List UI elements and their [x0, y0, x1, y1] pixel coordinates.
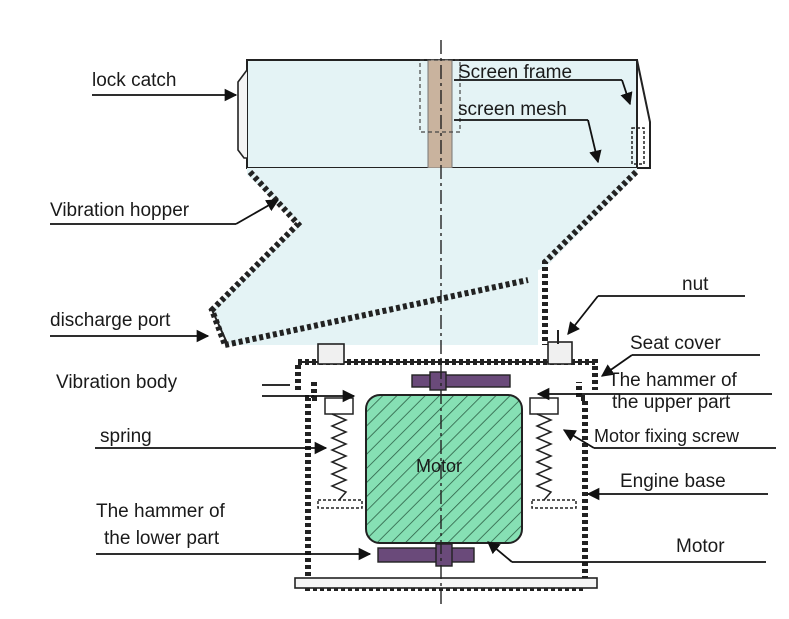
motor-inner-label: Motor	[416, 456, 462, 476]
label-lock-catch: lock catch	[92, 70, 176, 91]
motor: Motor	[365, 394, 523, 544]
label-motor-fixing-screw: Motor fixing screw	[594, 426, 740, 446]
label-vibration-body: Vibration body	[56, 372, 178, 393]
leader-lines	[50, 79, 776, 563]
label-nut: nut	[682, 274, 709, 295]
label-spring: spring	[100, 426, 152, 447]
label-screen-mesh: screen mesh	[458, 99, 567, 120]
label-discharge-port: discharge port	[50, 310, 171, 331]
label-engine-base: Engine base	[620, 471, 726, 492]
seat-cover	[295, 330, 598, 390]
label-hammer-lower-1: The hammer of	[96, 501, 226, 522]
hammer-upper	[411, 371, 511, 391]
vibration-hopper	[208, 168, 639, 348]
label-vibration-hopper: Vibration hopper	[50, 200, 190, 221]
label-hammer-upper-1: The hammer of	[608, 370, 738, 391]
label-motor: Motor	[676, 536, 725, 557]
label-hammer-lower-2: the lower part	[104, 528, 220, 549]
label-hammer-upper-2: the upper part	[612, 392, 731, 413]
spring-left	[324, 397, 354, 501]
engine-base	[294, 382, 598, 591]
screen-mesh	[419, 59, 461, 169]
label-screen-frame: Screen frame	[458, 62, 572, 83]
label-seat-cover: Seat cover	[630, 333, 721, 354]
spring-right	[529, 397, 559, 501]
hammer-lower	[377, 543, 475, 567]
